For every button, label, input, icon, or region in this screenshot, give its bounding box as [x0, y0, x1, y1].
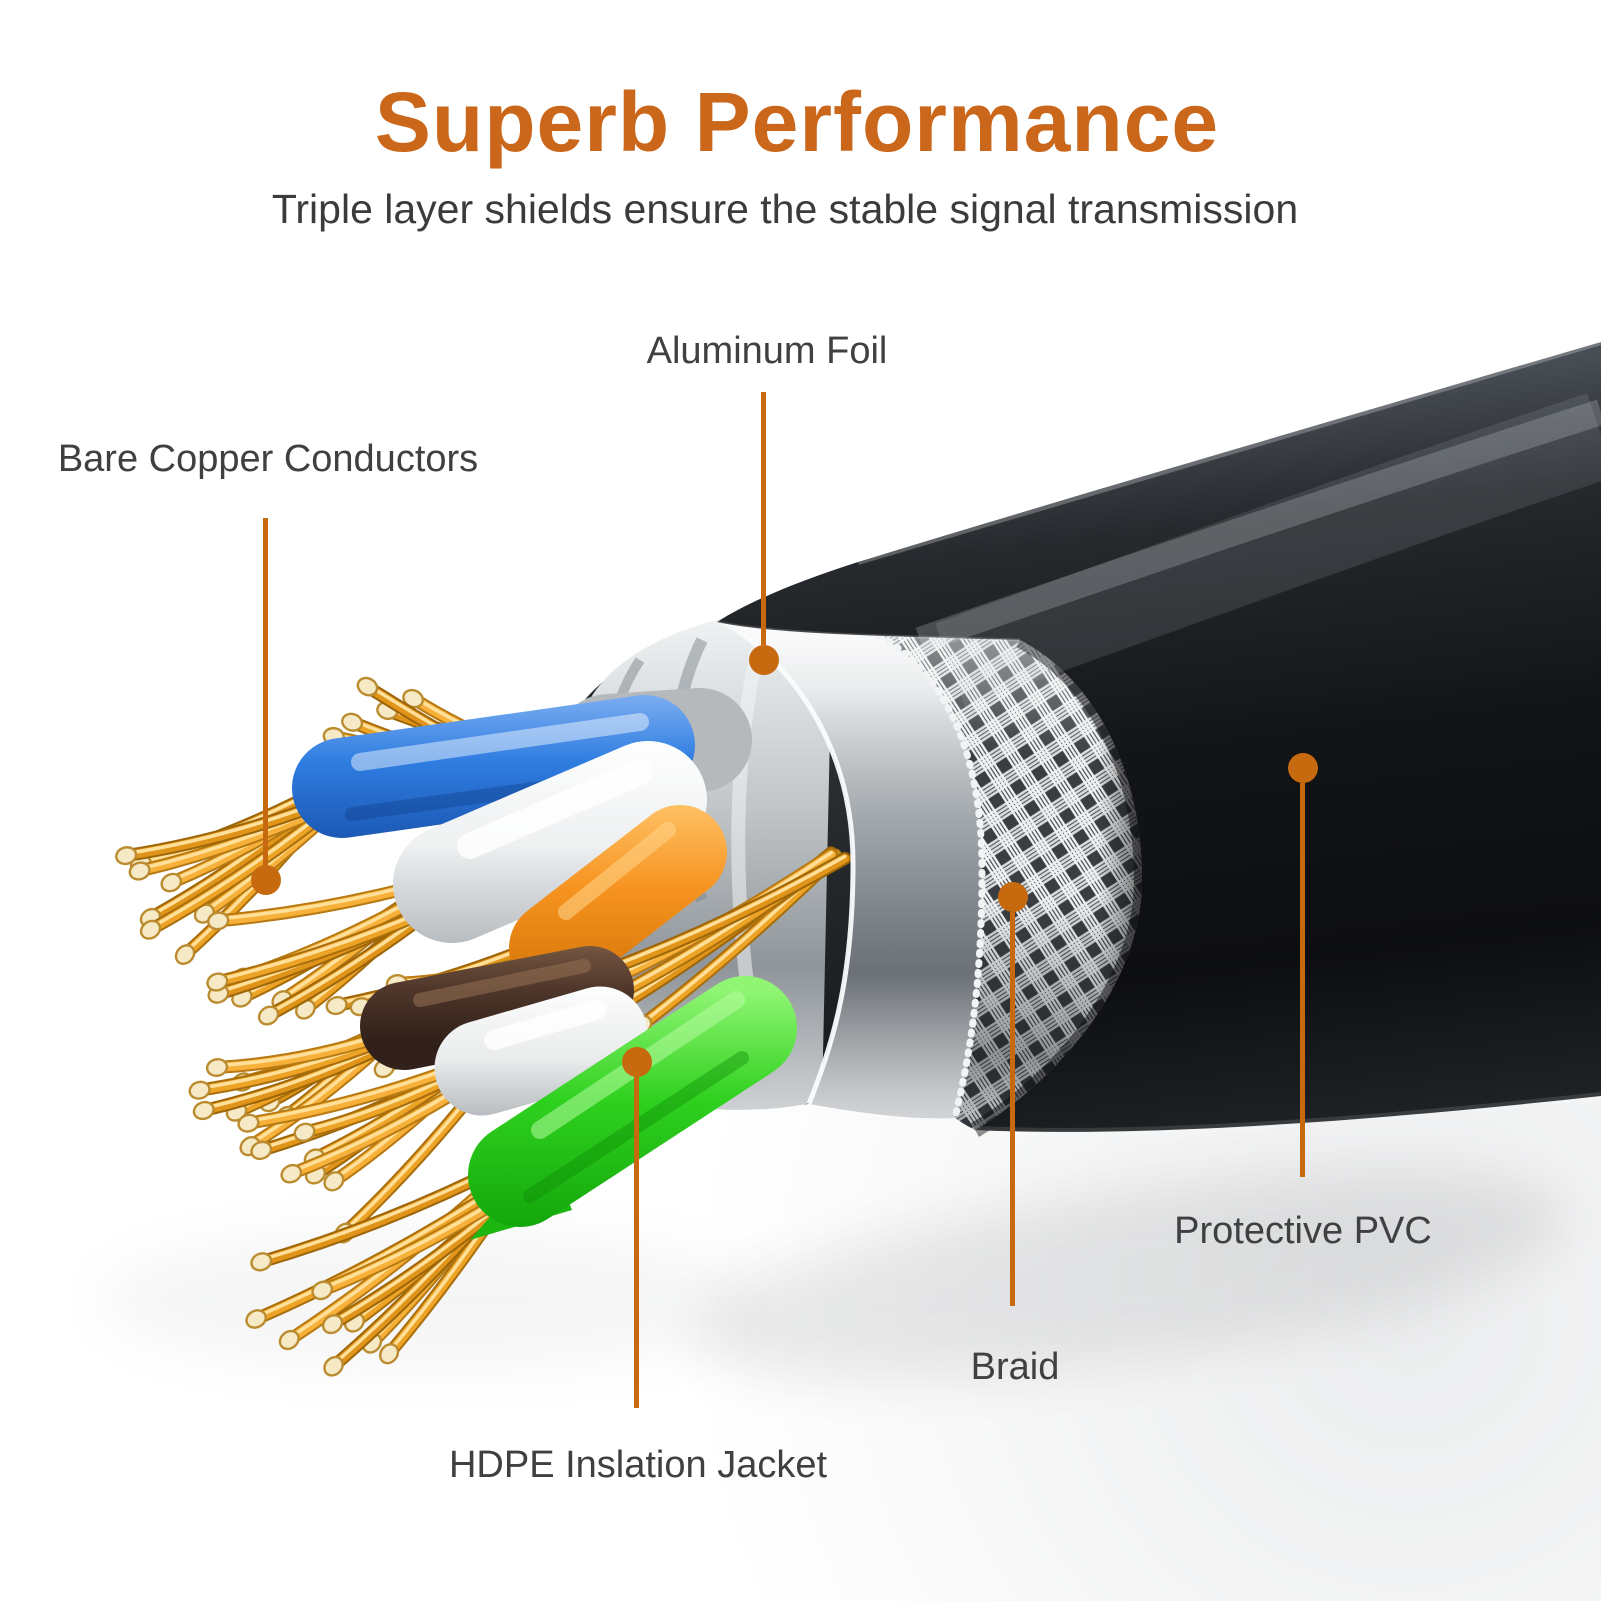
- copper-strand-tip: [128, 861, 151, 881]
- copper-strand: [254, 1179, 508, 1319]
- wire-white-1: [393, 741, 707, 943]
- copper-strand-tip: [139, 919, 162, 940]
- callout-dot-protective-pvc: [1288, 753, 1318, 783]
- copper-strand-tip: [205, 1058, 229, 1077]
- pvc-jacket: [716, 339, 1601, 1136]
- callout-line-bare-copper-conductors: [263, 518, 268, 865]
- copper-strand-tip: [341, 712, 364, 732]
- callout-dot-bare-copper-conductors: [251, 865, 281, 895]
- foil-cut-edge: [722, 619, 856, 1105]
- copper-strand-tip: [325, 995, 348, 1016]
- copper-strand-tip: [311, 1280, 334, 1301]
- wire-brown: [360, 946, 634, 1070]
- copper-strand-tip: [323, 1171, 345, 1192]
- callout-label-aluminum-foil: Aluminum Foil: [646, 330, 888, 372]
- callout-line-aluminum-foil: [761, 392, 766, 645]
- page-title: Superb Performance: [374, 75, 1220, 169]
- copper-strand-tip: [237, 1113, 260, 1133]
- callout-label-protective-pvc: Protective PVC: [1174, 1210, 1432, 1252]
- wire-orange: [509, 805, 727, 995]
- copper-strand-tip: [356, 676, 379, 697]
- copper-strand-tip: [321, 1314, 344, 1335]
- twisted-pair-wires: [292, 688, 797, 1240]
- copper-strand-tip: [115, 846, 138, 866]
- callout-line-braid: [1010, 912, 1015, 1306]
- wire-white-2: [434, 986, 648, 1116]
- copper-strand: [591, 854, 847, 976]
- copper-strand-tip: [323, 1355, 344, 1377]
- jacket-cut-edge: [716, 620, 1021, 642]
- callout-label-hdpe-inslation-jacket: HDPE Inslation Jacket: [448, 1444, 828, 1486]
- copper-strand-tip: [250, 1140, 273, 1161]
- copper-strand-tip: [207, 911, 230, 931]
- callout-dot-braid: [998, 882, 1028, 912]
- jacket-top-rim-light: [857, 339, 1601, 565]
- aluminum-foil-band: [722, 619, 982, 1119]
- callout-label-bare-copper-conductors: Bare Copper Conductors: [57, 438, 479, 480]
- copper-strand-tip: [188, 1080, 211, 1100]
- copper-strand-tip: [192, 1100, 215, 1121]
- jacket-bottom-rim-light: [974, 1092, 1601, 1136]
- copper-strand-tip: [206, 972, 229, 992]
- callout-dot-aluminum-foil: [749, 645, 779, 675]
- callout-dot-hdpe-inslation-jacket: [622, 1047, 652, 1077]
- page-subtitle: Triple layer shields ensure the stable s…: [271, 186, 1299, 232]
- copper-strand-tip: [174, 944, 196, 965]
- copper-strand-tip: [293, 1122, 316, 1142]
- copper-strand-tip: [278, 1329, 300, 1351]
- copper-strand-tip: [257, 1005, 280, 1026]
- callout-line-hdpe-inslation-jacket: [634, 1077, 639, 1408]
- callout-line-protective-pvc: [1300, 783, 1305, 1177]
- braid-cut-edge: [876, 632, 986, 1122]
- copper-strand-tip: [245, 1309, 267, 1329]
- copper-strand-tip: [160, 872, 183, 893]
- copper-strand-tip: [280, 1163, 303, 1184]
- callout-label-braid: Braid: [970, 1346, 1060, 1388]
- copper-strand-tip: [378, 1343, 400, 1365]
- copper-strand-tip: [250, 1252, 273, 1272]
